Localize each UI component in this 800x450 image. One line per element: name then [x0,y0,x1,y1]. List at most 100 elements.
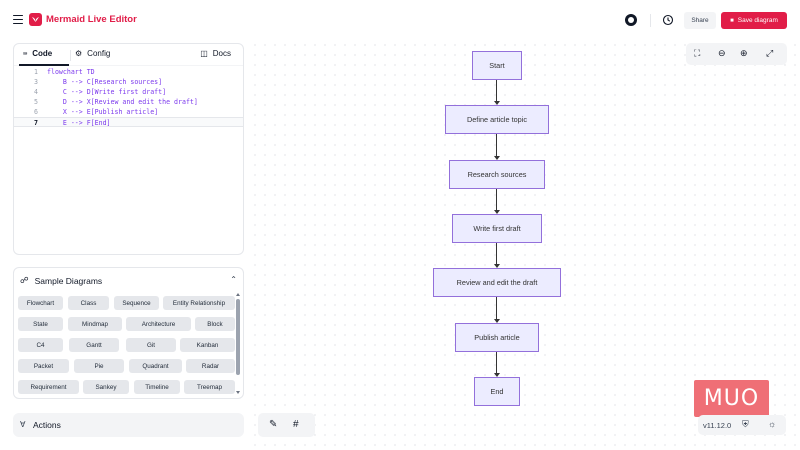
zoom-out-icon[interactable]: ⊖ [718,48,726,58]
flow-node[interactable]: Start [472,51,522,80]
version-label: v11.12.0 [703,421,732,430]
scroll-up-icon[interactable] [236,293,240,296]
sample-chip[interactable]: Mindmap [68,317,122,331]
tab-config-label: Config [87,49,111,58]
flow-node[interactable]: Publish article [455,323,539,352]
chevron-collapse-icon[interactable]: ⌃ [230,275,237,284]
arrow-icon [493,156,500,160]
sample-chip[interactable]: Flowchart [18,296,63,310]
code-text: X --> E[Publish article] [47,108,159,116]
flow-node[interactable]: Research sources [449,160,545,189]
line-number: 6 [34,108,38,116]
share-button[interactable]: Share [684,12,716,29]
flow-node[interactable]: Define article topic [445,105,549,134]
code-line-active: 7 E --> F[End] [14,117,243,127]
sample-diagrams-title: Sample Diagrams [34,275,103,286]
sample-chip[interactable]: Requirement [18,380,79,394]
actions-label: Actions [33,420,61,430]
scrollbar-thumb[interactable] [236,299,240,375]
sample-chip[interactable]: Kanban [180,338,235,352]
history-icon[interactable] [662,14,674,26]
code-text: flowchart TD [47,68,95,76]
line-number: 7 [34,119,38,127]
header-divider [650,14,651,27]
code-line: 1 flowchart TD [14,67,243,77]
arrow-icon [493,373,500,377]
pan-edit-icon[interactable]: ✎ [269,419,278,430]
arrow-icon [493,264,500,268]
sample-chip[interactable]: Architecture [126,317,191,331]
actions-panel[interactable]: ∀ Actions [13,413,244,437]
sample-chip[interactable]: Pie [74,359,124,373]
sample-chip[interactable]: Entity Relationship [163,296,235,310]
sample-chip[interactable]: Timeline [134,380,180,394]
sample-chip[interactable]: Radar [186,359,235,373]
code-text: D --> X[Review and edit the draft] [47,98,198,106]
arrow-icon [493,101,500,105]
sample-diagrams-header[interactable]: ☍ Sample Diagrams [20,275,102,286]
actions-icon: ∀ [20,420,26,429]
sample-diagrams-panel: ☍ Sample Diagrams ⌃ Flowchart Class Sequ… [13,267,244,399]
sample-chip[interactable]: Class [68,296,109,310]
sample-chip[interactable]: Packet [18,359,69,373]
tab-code[interactable]: ⌨ Code [23,49,52,58]
scroll-down-icon[interactable] [236,391,240,394]
code-icon: ⌨ [23,49,28,58]
tab-divider [70,50,71,61]
book-icon: ◫ [200,49,208,58]
top-bar: Mermaid Live Editor Share ■ Save diagram [0,0,800,40]
sample-chip[interactable]: Gantt [69,338,119,352]
app-title: Mermaid Live Editor [46,14,137,25]
shield-icon[interactable]: ⛨ [742,419,749,429]
sample-chip[interactable]: Git [126,338,176,352]
fullscreen-icon[interactable]: ⛶ [694,48,701,58]
code-line: 6 X --> E[Publish article] [14,107,243,117]
sample-chip[interactable]: Sequence [114,296,159,310]
flow-edge [496,352,497,373]
grid-icon[interactable]: # [293,419,299,430]
save-icon: ■ [730,17,734,24]
mermaid-logo-icon [29,13,42,26]
editor-tabs: ⌨ Code ⚙ Config ◫ Docs [14,44,243,66]
sample-chip[interactable]: Block [195,317,235,331]
sample-chip[interactable]: State [18,317,63,331]
flow-edge [496,297,497,319]
samples-scrollbar[interactable] [236,293,240,394]
code-line: 4 C --> D[Write first draft] [14,87,243,97]
arrow-icon [493,319,500,323]
sample-chip[interactable]: C4 [18,338,63,352]
expand-icon[interactable]: ⤢ [766,48,774,58]
zoom-in-icon[interactable]: ⊕ [740,48,748,58]
flow-node[interactable]: Write first draft [452,214,542,243]
flow-edge [496,134,497,156]
canvas-tools: ✎ # [258,413,315,437]
tab-docs[interactable]: ◫ Docs [200,49,231,58]
tab-code-label: Code [32,49,53,58]
sample-chip[interactable]: Sankey [83,380,129,394]
flow-node[interactable]: Review and edit the draft [433,268,561,297]
version-bar: v11.12.0 ⛨ ☼ [698,415,786,435]
flow-edge [496,80,497,101]
line-number: 5 [34,98,38,106]
save-diagram-label: Save diagram [737,17,778,24]
github-icon[interactable] [625,14,637,26]
code-panel: ⌨ Code ⚙ Config ◫ Docs 1 flowchart TD 3 B… [13,43,244,255]
code-editor[interactable]: 1 flowchart TD 3 B --> C[Research sources… [14,67,243,127]
code-line: 5 D --> X[Review and edit the draft] [14,97,243,107]
gear-icon: ⚙ [75,49,83,58]
menu-icon[interactable] [13,15,23,24]
tab-config[interactable]: ⚙ Config [75,49,110,58]
zoom-toolbar: ⛶ ⊖ ⊕ ⤢ [686,43,787,65]
code-text: E --> F[End] [47,119,111,127]
active-tab-indicator [19,64,69,66]
sample-chip[interactable]: Quadrant [129,359,182,373]
code-line: 3 B --> C[Research sources] [14,77,243,87]
sample-chip[interactable]: Treemap [184,380,235,394]
save-diagram-button[interactable]: ■ Save diagram [721,12,787,29]
sun-icon[interactable]: ☼ [768,419,777,429]
tab-docs-label: Docs [212,49,231,58]
code-text: B --> C[Research sources] [47,78,163,86]
line-number: 1 [34,68,38,76]
line-number: 3 [34,78,38,86]
flow-node[interactable]: End [474,377,520,406]
